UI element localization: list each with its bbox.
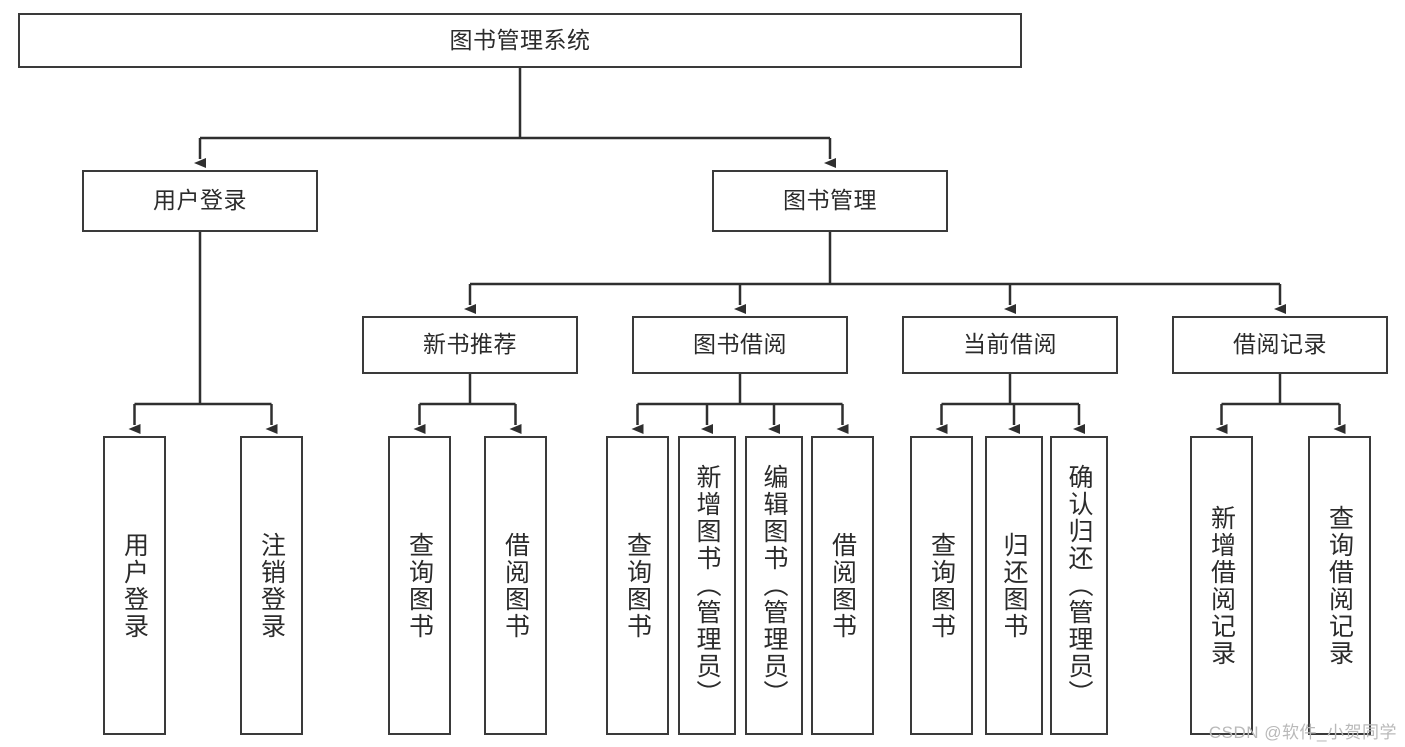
node-label: 用户登录 (120, 531, 149, 640)
node-label: 图书借阅 (693, 331, 787, 358)
node-label: 图书管理 (783, 187, 877, 214)
node-label: 查询图书 (405, 531, 434, 640)
node-leaf-query-record[interactable]: 查询借阅记录 (1308, 436, 1371, 735)
node-book-management[interactable]: 图书管理 (712, 170, 948, 232)
node-user-login[interactable]: 用户登录 (82, 170, 318, 232)
node-leaf-confirm-return[interactable]: 确认归还（管理员） (1050, 436, 1108, 735)
node-label: 新增图书（管理员） (693, 464, 721, 707)
node-label: 借阅记录 (1233, 331, 1327, 358)
node-label: 用户登录 (153, 187, 247, 214)
node-label: 借阅图书 (501, 531, 530, 640)
node-leaf-query-book-2[interactable]: 查询图书 (606, 436, 669, 735)
node-leaf-user-login[interactable]: 用户登录 (103, 436, 166, 735)
node-new-book-recommend[interactable]: 新书推荐 (362, 316, 578, 374)
node-leaf-query-book-1[interactable]: 查询图书 (388, 436, 451, 735)
node-label: 借阅图书 (828, 531, 857, 640)
node-label: 图书管理系统 (449, 26, 591, 53)
node-label: 注销登录 (257, 531, 286, 640)
node-leaf-query-book-3[interactable]: 查询图书 (910, 436, 973, 735)
node-leaf-add-record[interactable]: 新增借阅记录 (1190, 436, 1253, 735)
node-label: 查询借阅记录 (1325, 504, 1354, 667)
node-label: 确认归还（管理员） (1065, 464, 1093, 707)
node-label: 查询图书 (623, 531, 652, 640)
node-label: 新书推荐 (423, 331, 517, 358)
node-leaf-borrow-book-2[interactable]: 借阅图书 (811, 436, 874, 735)
node-label: 编辑图书（管理员） (760, 464, 788, 707)
node-leaf-logout[interactable]: 注销登录 (240, 436, 303, 735)
node-leaf-return-book[interactable]: 归还图书 (985, 436, 1043, 735)
node-leaf-add-book[interactable]: 新增图书（管理员） (678, 436, 736, 735)
node-borrow-record[interactable]: 借阅记录 (1172, 316, 1388, 374)
node-root[interactable]: 图书管理系统 (18, 13, 1022, 68)
node-label: 归还图书 (1000, 531, 1028, 640)
node-leaf-borrow-book-1[interactable]: 借阅图书 (484, 436, 547, 735)
node-current-borrow[interactable]: 当前借阅 (902, 316, 1118, 374)
node-label: 查询图书 (927, 531, 956, 640)
node-leaf-edit-book[interactable]: 编辑图书（管理员） (745, 436, 803, 735)
node-label: 新增借阅记录 (1207, 504, 1236, 667)
node-label: 当前借阅 (963, 331, 1057, 358)
node-book-borrow[interactable]: 图书借阅 (632, 316, 848, 374)
